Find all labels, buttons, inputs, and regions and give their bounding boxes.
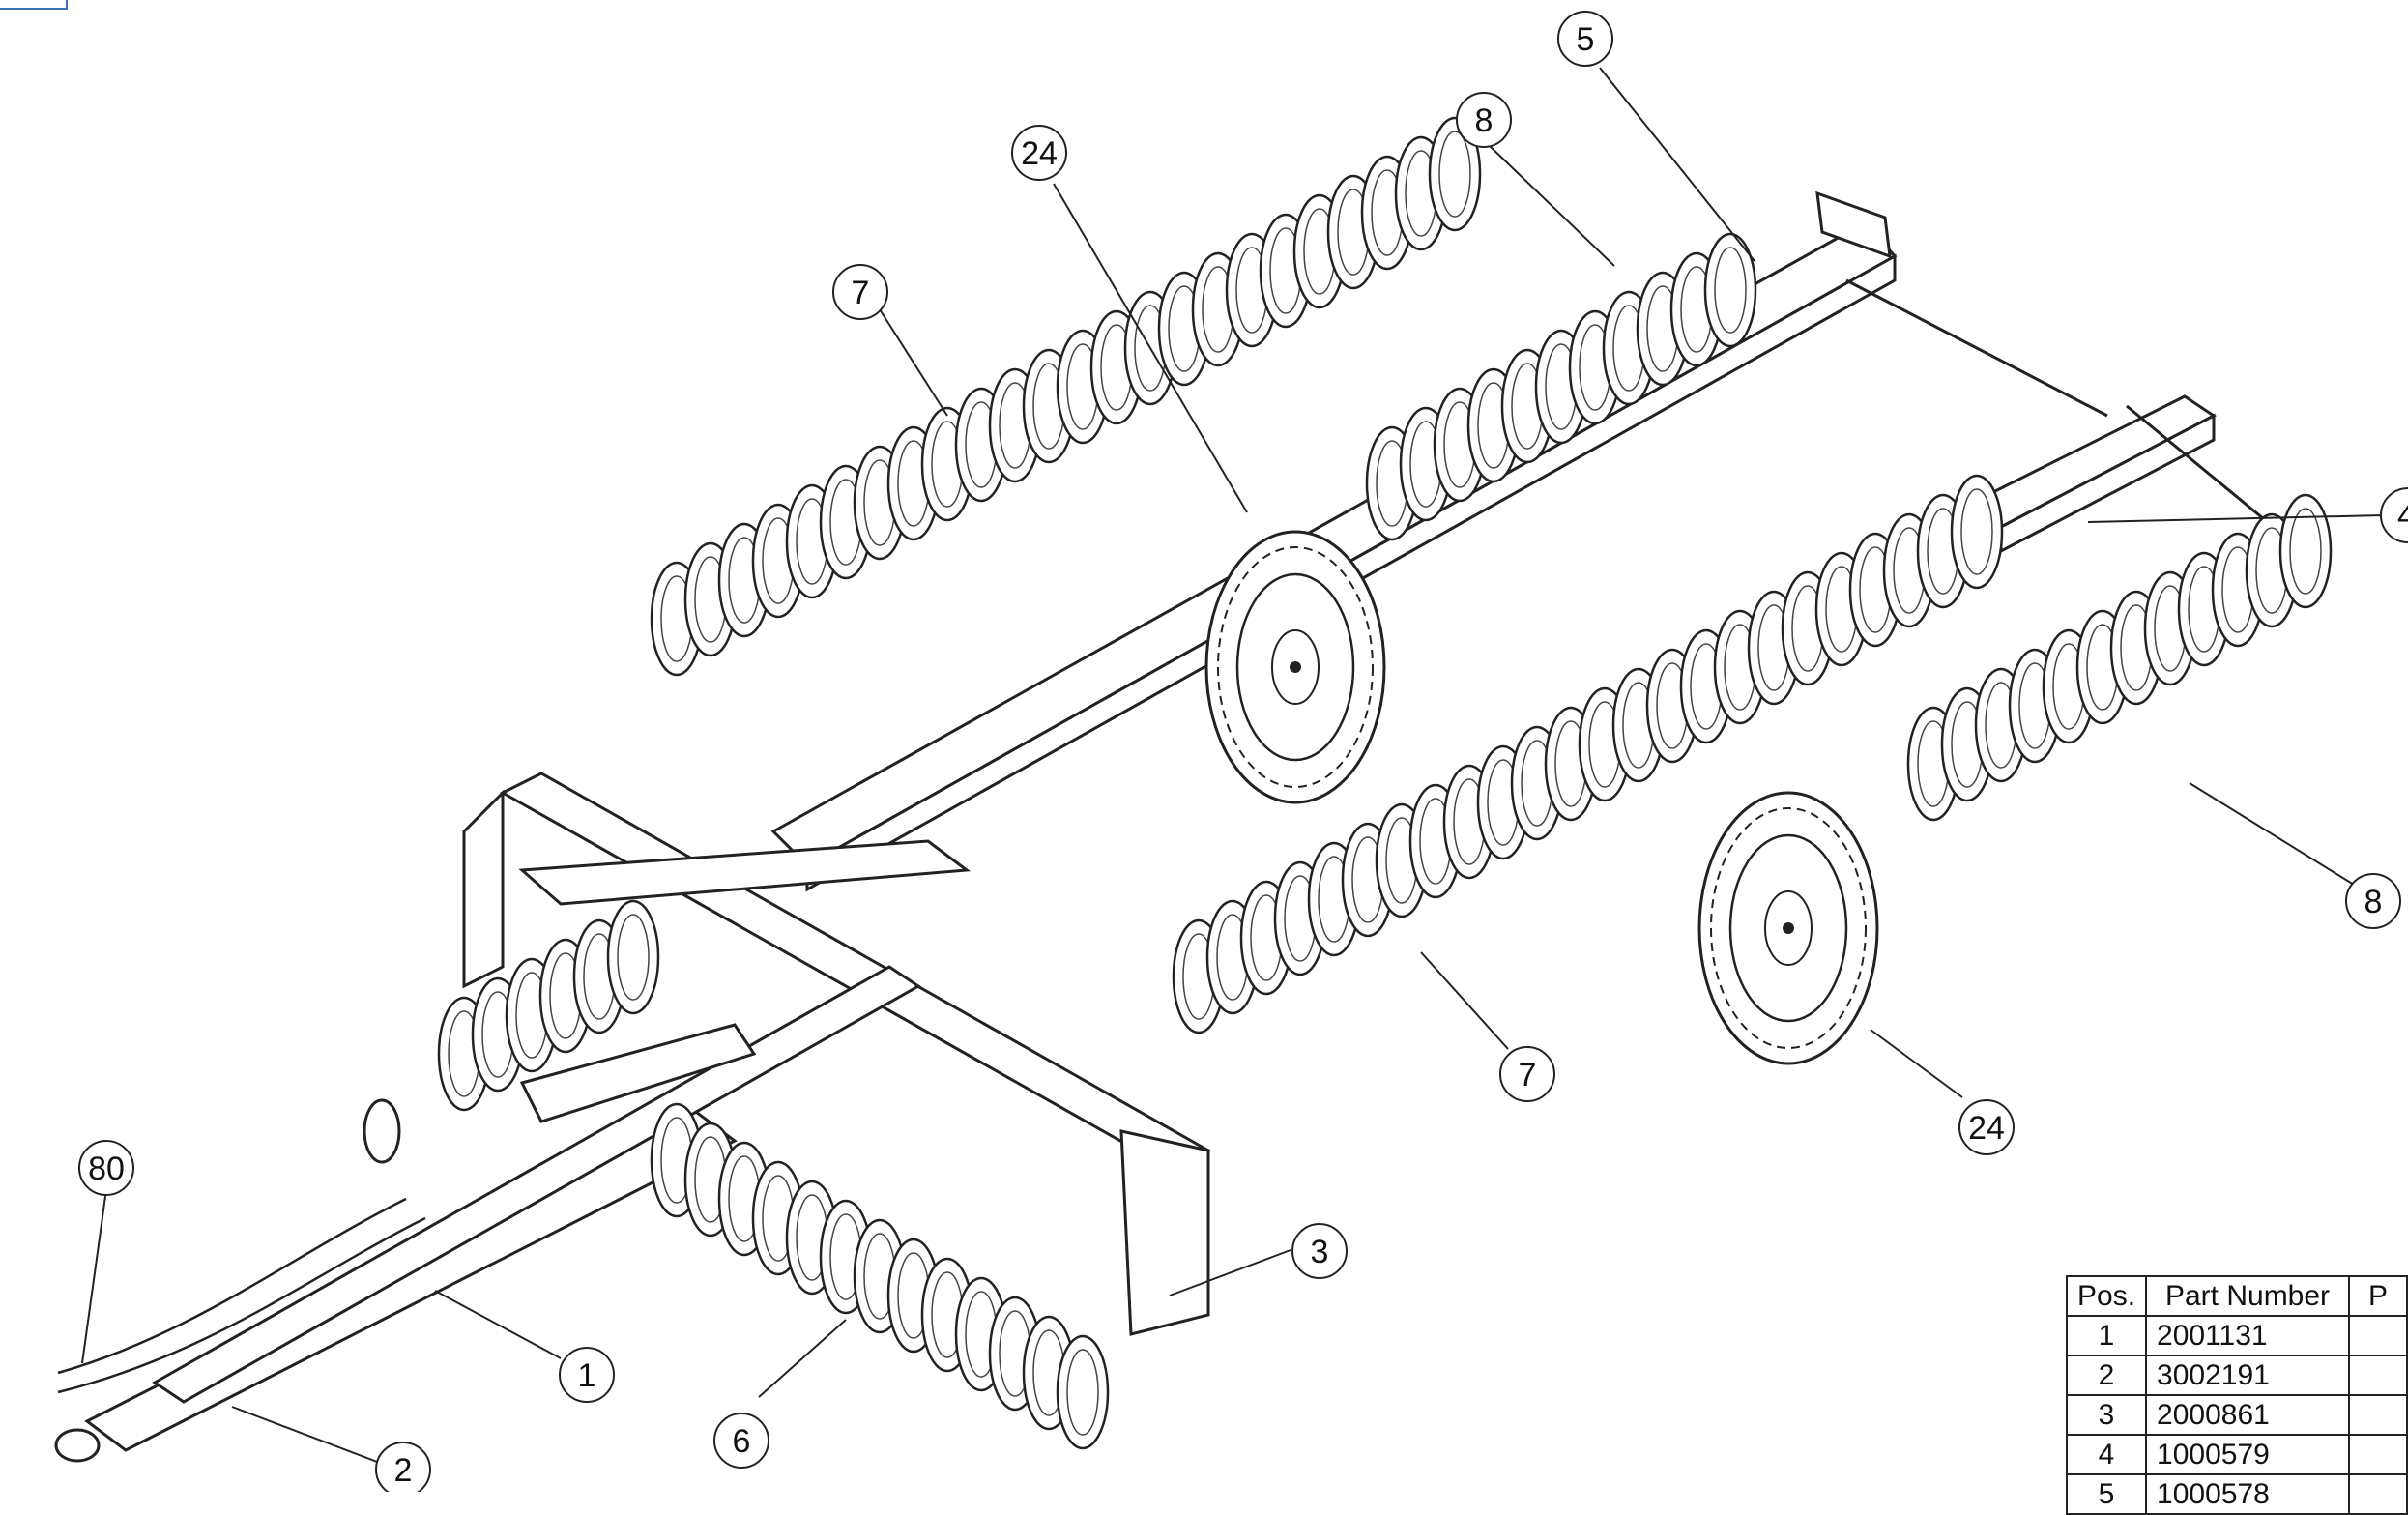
svg-text:7: 7	[852, 275, 870, 311]
svg-text:8: 8	[2364, 884, 2383, 920]
table-header-row: Pos. Part Number P	[2065, 1275, 2408, 1317]
svg-text:24: 24	[1021, 135, 1058, 172]
cell-pos: 4	[2065, 1434, 2148, 1475]
svg-text:1: 1	[578, 1357, 596, 1394]
column-header-part-number: Part Number	[2145, 1275, 2351, 1317]
cell-pos: 2	[2065, 1355, 2148, 1396]
svg-text:4: 4	[2397, 498, 2408, 535]
table-row: 5 1000578	[2065, 1473, 2408, 1515]
column-header-pos: Pos.	[2065, 1275, 2148, 1317]
table-row: 4 1000579	[2065, 1434, 2408, 1475]
drawing-frame-corner	[0, 0, 68, 10]
cell-extra	[2348, 1434, 2408, 1475]
svg-text:6: 6	[733, 1423, 751, 1460]
callout-balloon: 2	[375, 1442, 431, 1492]
callout-balloon: 4	[2380, 487, 2408, 543]
cell-pos: 1	[2065, 1315, 2148, 1356]
front-cross-frame	[462, 772, 1211, 1336]
svg-text:7: 7	[1519, 1057, 1537, 1093]
callout-balloon: 1	[559, 1347, 615, 1403]
parts-list-table: Pos. Part Number P 1 2001131 2 3002191 3…	[2065, 1275, 2408, 1515]
cell-pos: 5	[2065, 1473, 2148, 1515]
rear-cross-beam	[1845, 278, 2292, 554]
cell-pos: 3	[2065, 1394, 2148, 1436]
cell-extra	[2348, 1355, 2408, 1396]
cell-part-number: 1000578	[2145, 1473, 2351, 1515]
drawbar	[54, 965, 921, 1463]
hydraulic-cylinder	[57, 1023, 757, 1394]
table-row: 1 2001131	[2065, 1315, 2408, 1356]
svg-text:8: 8	[1475, 102, 1494, 139]
callout-balloon: 7	[832, 264, 888, 320]
transport-wheel-upper	[1204, 530, 1386, 804]
callout-balloon: 24	[1011, 125, 1067, 181]
cell-part-number: 2001131	[2145, 1315, 2351, 1356]
svg-text:80: 80	[88, 1151, 125, 1187]
callout-balloon: 8	[1456, 92, 1512, 148]
callout-balloon: 8	[2345, 873, 2401, 929]
svg-text:3: 3	[1311, 1234, 1329, 1270]
cell-part-number: 2000861	[2145, 1394, 2351, 1436]
callout-balloon: 7	[1499, 1046, 1555, 1102]
table-row: 3 2000861	[2065, 1394, 2408, 1436]
callout-balloon: 6	[713, 1413, 769, 1469]
transport-wheel-lower	[1697, 791, 1879, 1065]
svg-text:24: 24	[1968, 1110, 2005, 1147]
cell-extra	[2348, 1394, 2408, 1436]
callout-balloon: 5	[1557, 11, 1613, 67]
callout-balloon: 3	[1291, 1223, 1348, 1279]
column-header-p: P	[2348, 1275, 2408, 1317]
svg-text:2: 2	[394, 1452, 413, 1489]
cell-part-number: 3002191	[2145, 1355, 2351, 1396]
callout-balloon: 80	[78, 1140, 134, 1196]
leader-lines	[81, 67, 2384, 1463]
packer-roller-front	[650, 1102, 1110, 1450]
cell-extra	[2348, 1473, 2408, 1515]
table-row: 2 3002191	[2065, 1355, 2408, 1396]
cell-extra	[2348, 1315, 2408, 1356]
cell-part-number: 1000579	[2145, 1434, 2351, 1475]
svg-text:5: 5	[1577, 21, 1595, 58]
callout-balloon: 24	[1958, 1099, 2015, 1155]
